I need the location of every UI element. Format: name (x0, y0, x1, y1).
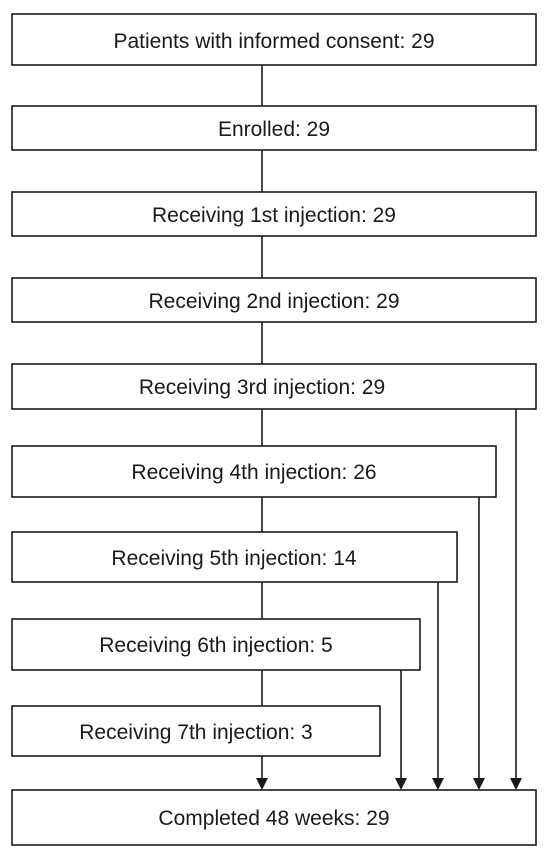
box-inj7-label: Receiving 7th injection: 3 (79, 721, 312, 744)
box-inj7: Receiving 7th injection: 3 (11, 705, 381, 757)
box-inj4-label: Receiving 4th injection: 26 (131, 461, 376, 484)
box-completed: Completed 48 weeks: 29 (11, 789, 537, 846)
box-completed-label: Completed 48 weeks: 29 (158, 807, 389, 830)
arrow-inj4-to-completed (473, 497, 485, 790)
box-inj6-label: Receiving 6th injection: 5 (99, 634, 332, 657)
box-inj3-label: Receiving 3rd injection: 29 (139, 376, 385, 399)
box-inj5-label: Receiving 5th injection: 14 (111, 547, 356, 570)
box-inj2-label: Receiving 2nd injection: 29 (149, 290, 400, 313)
box-inj3: Receiving 3rd injection: 29 (11, 363, 537, 410)
box-consent-label: Patients with informed consent: 29 (113, 30, 434, 53)
box-enrolled: Enrolled: 29 (11, 105, 537, 151)
arrows-to-completed (256, 409, 522, 790)
box-enrolled-label: Enrolled: 29 (218, 118, 330, 141)
box-consent: Patients with informed consent: 29 (11, 13, 537, 66)
arrow-inj6-to-completed (395, 670, 407, 790)
box-inj6: Receiving 6th injection: 5 (11, 618, 421, 671)
box-inj1-label: Receiving 1st injection: 29 (152, 204, 396, 227)
box-inj2: Receiving 2nd injection: 29 (11, 277, 537, 323)
box-inj4: Receiving 4th injection: 26 (11, 445, 497, 498)
arrow-inj7-to-completed (256, 756, 268, 790)
box-inj1: Receiving 1st injection: 29 (11, 191, 537, 237)
arrow-inj5-to-completed (432, 582, 444, 790)
box-inj5: Receiving 5th injection: 14 (11, 531, 458, 583)
arrow-inj3-to-completed (510, 409, 522, 790)
